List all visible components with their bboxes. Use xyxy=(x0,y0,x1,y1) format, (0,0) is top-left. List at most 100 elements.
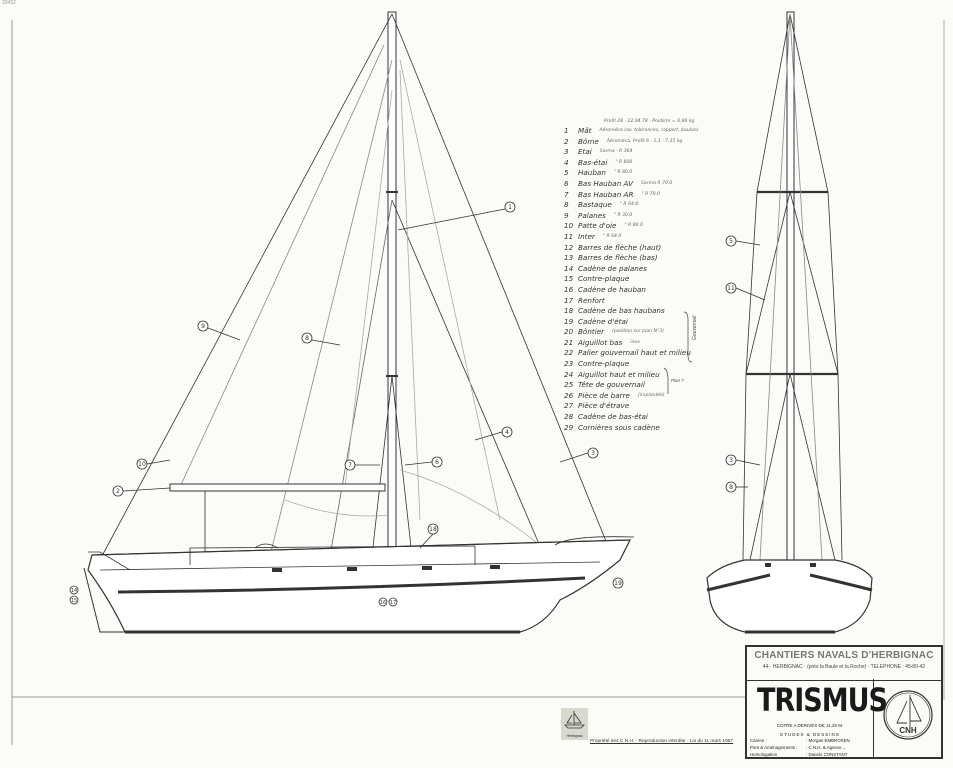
legend-item: 27 Pièce d'étrave xyxy=(564,401,744,412)
svg-text:17: 17 xyxy=(390,600,396,606)
callout-3: 3 xyxy=(559,447,599,463)
legend-item-label: Aiguillot haut et milieu xyxy=(578,369,660,379)
portholes xyxy=(272,565,500,572)
legend-item-number: 11 xyxy=(564,231,574,241)
svg-text:11: 11 xyxy=(727,285,735,292)
svg-text:2: 2 xyxy=(116,488,120,495)
svg-text:3: 3 xyxy=(591,450,595,457)
legend-item-label: Cadène de palanes xyxy=(578,263,648,273)
group-plan: Plan 7 xyxy=(671,378,684,383)
legend-item-label: Etai xyxy=(578,147,592,157)
callout-2: 2 xyxy=(112,485,171,497)
legend-item-spec: " R 64.0 xyxy=(602,233,622,239)
stamp-label: Herbignac xyxy=(566,734,583,738)
callout-4: 4 xyxy=(474,426,513,441)
legend-item-label: Pièce d'étrave xyxy=(578,401,630,411)
legend-item-label: Palanes xyxy=(578,210,606,220)
svg-text:1: 1 xyxy=(508,204,512,211)
legend-item-label: Hauban xyxy=(578,168,606,178)
legend-item-label: Renfort xyxy=(578,295,605,305)
svg-text:10: 10 xyxy=(138,461,146,468)
boom xyxy=(169,483,386,492)
credit-row: Pont & Aménagements :: C.N.H. & Agence .… xyxy=(750,745,847,750)
legend-item-number: 9 xyxy=(564,210,569,220)
backstay xyxy=(101,13,393,557)
yard-logo-icon: CNH xyxy=(883,690,933,740)
group-gouvernail: Gouvernail xyxy=(692,315,698,340)
callout-15: 15 xyxy=(69,595,79,605)
callouts: 1 9 8 10 2 7 6 4 3 18 19 14 15 16 17 5 1… xyxy=(69,201,766,607)
legend-item-label: Patte d'oie xyxy=(578,221,617,231)
legend-item-spec: Aéroméca, Profil 6 · 1,1 · 7,35 kg xyxy=(606,138,683,144)
legend-item-number: 12 xyxy=(564,242,574,252)
callout-14: 14 xyxy=(69,585,79,595)
legend-item-label: Palier gouvernail haut et milieu xyxy=(578,348,691,358)
side-view xyxy=(83,11,635,634)
legend-item-label: Cornières sous cadène xyxy=(578,422,660,432)
studies-label: ETUDES & DESSINS xyxy=(780,732,840,737)
legend-item-spec: (implantée) xyxy=(637,392,665,398)
runner xyxy=(269,59,393,557)
yard-logo: CNH xyxy=(875,679,941,757)
legend-item-number: 3 xyxy=(564,147,569,157)
legend-item: 24 Aiguillot haut et milieu xyxy=(564,370,744,381)
callout-7: 7 xyxy=(344,459,380,471)
legend-item-number: 16 xyxy=(564,284,574,294)
svg-text:16: 16 xyxy=(380,600,386,606)
legend-item-spec: " R 30.0 xyxy=(613,212,633,218)
legend-item-spec: Sarma R 70.0 xyxy=(641,180,673,186)
legend-item-label: Bastaque xyxy=(578,200,612,210)
legend-item-spec: Sarma · R 364 xyxy=(599,149,633,155)
cabin xyxy=(189,545,476,565)
callout-front-8: 8 xyxy=(725,481,748,493)
legend-item-label: Tête de gouvernail xyxy=(578,380,645,390)
boat-subtitle: COTRE A DERIVES DE 11,20 M. xyxy=(776,723,844,728)
legend-item-spec: " R 70.0 xyxy=(641,191,660,197)
legend-item-spec: Aéroméca (av. tolérances, rapport, boulo… xyxy=(599,128,699,133)
front-view xyxy=(706,11,873,634)
legend-item-label: Bas-étai xyxy=(578,157,608,167)
pulpit xyxy=(554,536,635,546)
svg-text:19: 19 xyxy=(614,580,622,587)
hull-front xyxy=(706,559,873,633)
callout-10: 10 xyxy=(136,458,171,470)
legend-item-number: 5 xyxy=(564,168,569,178)
legend-item-label: Cadène de bas haubans xyxy=(578,306,665,316)
legend-item: 10 Patte d'oie " R 80.0 xyxy=(564,221,744,232)
legend-item-spec: " R 800 xyxy=(615,159,633,165)
callout-front-5: 5 xyxy=(725,235,761,247)
legend-item-number: 19 xyxy=(564,316,574,326)
legend-item-number: 8 xyxy=(564,200,569,210)
legend-item-label: Bas Hauban AV xyxy=(578,178,634,188)
inner-forestay xyxy=(391,199,546,559)
svg-text:4: 4 xyxy=(505,429,509,436)
legend-item-label: Cadène d'étai xyxy=(578,316,628,326)
legend-item-number: 27 xyxy=(564,401,574,411)
yard-address: 44 · HERBIGNAC · (près la Baule et la Ro… xyxy=(762,664,926,670)
legend-item-spec: (position sur plan N°3) xyxy=(612,329,665,335)
svg-text:3: 3 xyxy=(729,457,733,464)
callout-1: 1 xyxy=(397,201,516,231)
yard-name: CHANTIERS NAVALS D'HERBIGNAC xyxy=(754,650,934,661)
legend-item-number: 24 xyxy=(564,369,574,379)
svg-text:5: 5 xyxy=(729,238,733,245)
mainsail-leech xyxy=(179,44,385,488)
svg-text:6: 6 xyxy=(435,459,439,466)
legend-item-number: 1 xyxy=(564,126,569,135)
pushpit xyxy=(88,551,131,571)
legend-item-spec: " R 80.0 xyxy=(624,223,643,229)
legend-item-number: 10 xyxy=(564,221,574,231)
title-block: CHANTIERS NAVALS D'HERBIGNAC 44 · HERBIG… xyxy=(745,645,943,759)
